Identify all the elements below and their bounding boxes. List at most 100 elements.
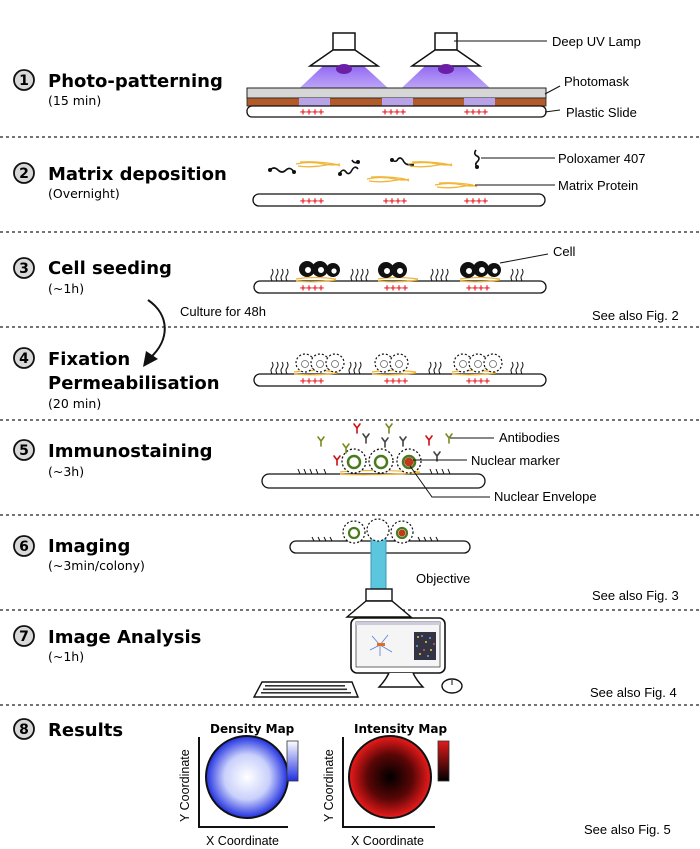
step-number: 8 — [19, 722, 29, 738]
seeded-cells — [299, 261, 501, 278]
step-number: 6 — [19, 539, 29, 555]
step-badge — [13, 625, 35, 647]
fixation-illustration: ++++ ++++ ++++ — [253, 353, 547, 387]
step-4-header: 4 Fixation Permeabilisation (20 min) — [13, 347, 220, 411]
label-photomask: Photomask — [564, 74, 630, 89]
see-also-fig2: See also Fig. 2 — [592, 308, 679, 323]
charge-marks: ++++ — [300, 283, 324, 294]
step-badge — [13, 347, 35, 369]
antibodies — [317, 423, 453, 466]
step-badge — [13, 69, 35, 91]
step-badge — [13, 257, 35, 279]
uv-lamp-right — [409, 32, 483, 74]
label-cell: Cell — [553, 244, 576, 259]
step-number: 3 — [19, 261, 29, 277]
label-plastic-slide: Plastic Slide — [566, 105, 637, 120]
fixed-cells — [295, 353, 503, 373]
immunostaining-illustration: Antibodies Nuclear marker Nuclear Envelo… — [261, 423, 597, 504]
step-badge — [13, 718, 35, 740]
charge-marks: ++++ — [466, 283, 490, 294]
step-title: Cell seeding — [48, 258, 172, 279]
step-number: 5 — [19, 443, 29, 459]
step-duration: (~1h) — [48, 281, 84, 296]
label-nuclear-envelope: Nuclear Envelope — [494, 489, 597, 504]
image-analysis-illustration — [252, 617, 463, 698]
step-title: Image Analysis — [48, 627, 201, 648]
label-poloxamer: Poloxamer 407 — [558, 151, 645, 166]
cell-seeding-illustration: ++++ ++++ ++++ — [253, 244, 576, 294]
matrix-deposition-illustration: ++++ ++++ ++++ Poloxamer 407 Matrix Prot… — [252, 149, 645, 207]
step-duration: (15 min) — [48, 93, 101, 108]
step-duration: (20 min) — [48, 396, 101, 411]
step-title: Imaging — [48, 536, 130, 557]
step-title: Immunostaining — [48, 441, 213, 462]
matrix-protein-fibres — [295, 161, 478, 189]
density-map-title: Density Map — [210, 722, 295, 736]
charge-marks: ++++ — [383, 196, 407, 207]
culture-arrow: Culture for 48h — [143, 299, 266, 367]
step-duration: (~3min/colony) — [48, 558, 145, 573]
poloxamer-brush — [270, 268, 524, 282]
density-y-axis-label: Y Coordinate — [178, 749, 192, 822]
step-number: 2 — [19, 166, 29, 182]
step-2-header: 2 Matrix deposition (Overnight) — [13, 162, 227, 201]
see-also-fig3: See also Fig. 3 — [592, 588, 679, 603]
label-antibodies: Antibodies — [499, 430, 560, 445]
section-separators — [0, 136, 700, 706]
uv-lamp-left — [307, 32, 381, 74]
intensity-map: Intensity Map X Coordinate Y Coordinate — [322, 722, 450, 848]
intensity-y-axis-label: Y Coordinate — [322, 749, 336, 822]
step-number: 7 — [19, 629, 29, 645]
label-matrix-protein: Matrix Protein — [558, 178, 638, 193]
step-6-header: 6 Imaging (~3min/colony) — [13, 535, 145, 573]
charge-marks: ++++ — [300, 196, 324, 207]
step-title: Matrix deposition — [48, 164, 227, 185]
step-title: Photo-patterning — [48, 71, 223, 92]
density-colorbar — [286, 740, 299, 782]
plastic-slide — [261, 473, 486, 489]
photo-patterning-illustration: ++++ ++++ ++++ Deep UV Lamp Photomask Pl… — [246, 32, 641, 120]
step-duration: (~1h) — [48, 649, 84, 664]
label-deep-uv-lamp: Deep UV Lamp — [552, 34, 641, 49]
step-5-header: 5 Immunostaining (~3h) — [13, 439, 213, 479]
mouse — [441, 678, 463, 694]
intensity-colorbar — [437, 740, 450, 782]
intensity-map-title: Intensity Map — [354, 722, 447, 736]
charge-marks: ++++ — [464, 107, 488, 118]
step-badge — [13, 439, 35, 461]
density-map: Density Map X Coordinate Y Coordinate — [178, 722, 299, 848]
density-x-axis-label: X Coordinate — [206, 834, 279, 848]
step-badge — [13, 162, 35, 184]
plastic-slide — [252, 193, 546, 207]
label-objective: Objective — [416, 571, 470, 586]
charge-marks: ++++ — [384, 283, 408, 294]
see-also-fig4: See also Fig. 4 — [590, 685, 677, 700]
step-duration: (~3h) — [48, 464, 84, 479]
step-7-header: 7 Image Analysis (~1h) — [13, 625, 201, 664]
intensity-x-axis-label: X Coordinate — [351, 834, 424, 848]
charge-marks: ++++ — [382, 107, 406, 118]
charge-marks: ++++ — [466, 376, 490, 387]
step-1-header: 1 Photo-patterning (15 min) — [13, 69, 223, 108]
charge-marks: ++++ — [464, 196, 488, 207]
photomask — [246, 87, 547, 99]
label-culture: Culture for 48h — [180, 304, 266, 319]
step-title: Results — [48, 720, 123, 741]
step-title-line2: Permeabilisation — [48, 373, 220, 394]
charge-marks: ++++ — [300, 107, 324, 118]
charge-marks: ++++ — [300, 376, 324, 387]
charge-marks: ++++ — [384, 376, 408, 387]
step-duration: (Overnight) — [48, 186, 120, 201]
step-3-header: 3 Cell seeding (~1h) — [13, 257, 172, 296]
imaging-illustration: Objective — [289, 518, 471, 618]
step-badge — [13, 535, 35, 557]
label-nuclear-marker: Nuclear marker — [471, 453, 561, 468]
step-number: 4 — [19, 351, 29, 367]
see-also-fig5: See also Fig. 5 — [584, 822, 671, 837]
plastic-slide — [253, 280, 547, 294]
step-8-header: 8 Results — [13, 718, 123, 741]
step-number: 1 — [19, 73, 29, 89]
step-title: Fixation — [48, 349, 130, 370]
